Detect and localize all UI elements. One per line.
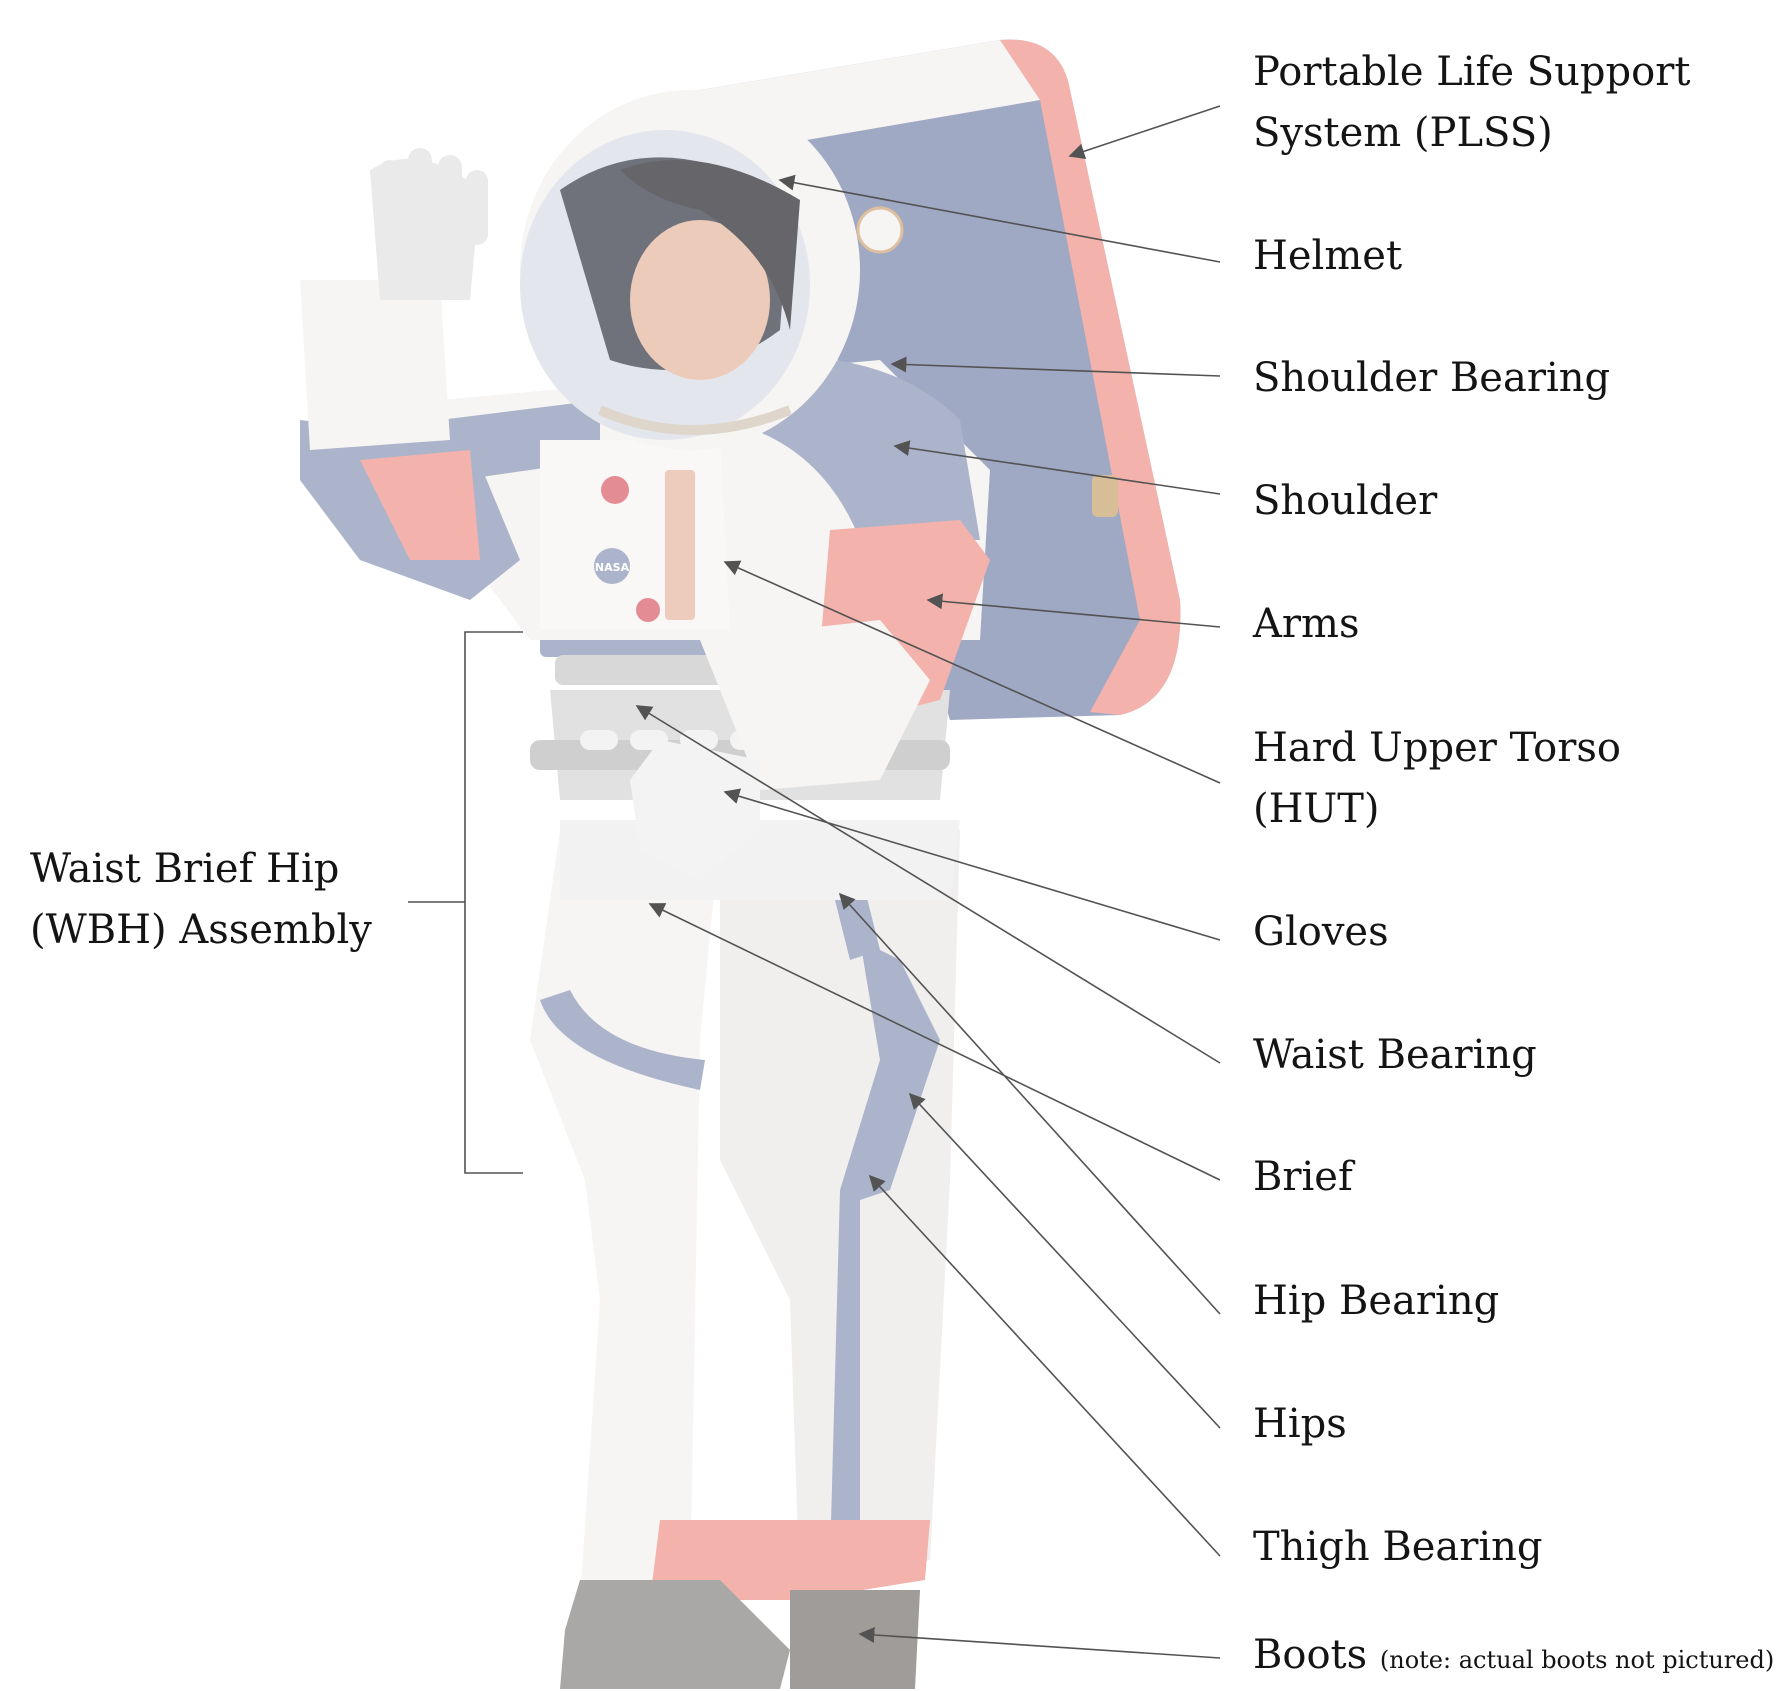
label-arms: Arms (1253, 594, 1359, 655)
label-shoulder-text: Shoulder (1253, 478, 1437, 524)
label-hips: Hips (1253, 1394, 1347, 1455)
label-gloves-text: Gloves (1253, 909, 1389, 955)
label-hip-bearing: Hip Bearing (1253, 1271, 1499, 1332)
label-arms-text: Arms (1253, 601, 1359, 647)
label-wbh-line2: (WBH) Assembly (30, 900, 372, 961)
label-plss-line1: Portable Life Support (1253, 42, 1690, 103)
label-shoulder-bearing: Shoulder Bearing (1253, 348, 1610, 409)
label-thigh-bearing-text: Thigh Bearing (1253, 1524, 1543, 1570)
label-thigh-bearing: Thigh Bearing (1253, 1517, 1543, 1578)
label-shoulder: Shoulder (1253, 471, 1437, 532)
label-hut: Hard Upper Torso (HUT) (1253, 718, 1621, 840)
label-hut-line1: Hard Upper Torso (1253, 718, 1621, 779)
label-plss-line2: System (PLSS) (1253, 103, 1690, 164)
label-brief-text: Brief (1253, 1154, 1353, 1200)
label-boots-note: (note: actual boots not pictured) (1380, 1646, 1774, 1674)
label-brief: Brief (1253, 1147, 1353, 1208)
label-hut-line2: (HUT) (1253, 779, 1621, 840)
label-hip-bearing-text: Hip Bearing (1253, 1278, 1499, 1324)
label-hips-text: Hips (1253, 1401, 1347, 1447)
label-shoulder-bearing-text: Shoulder Bearing (1253, 355, 1610, 401)
label-helmet: Helmet (1253, 226, 1402, 287)
label-boots: Boots (note: actual boots not pictured) (1253, 1625, 1774, 1691)
label-waist-bearing-text: Waist Bearing (1253, 1032, 1537, 1078)
label-helmet-text: Helmet (1253, 233, 1402, 279)
label-boots-text: Boots (1253, 1632, 1367, 1678)
label-waist-bearing: Waist Bearing (1253, 1025, 1537, 1086)
label-wbh: Waist Brief Hip (WBH) Assembly (30, 839, 372, 961)
label-plss: Portable Life Support System (PLSS) (1253, 42, 1690, 164)
label-gloves: Gloves (1253, 902, 1389, 963)
label-wbh-line1: Waist Brief Hip (30, 839, 372, 900)
